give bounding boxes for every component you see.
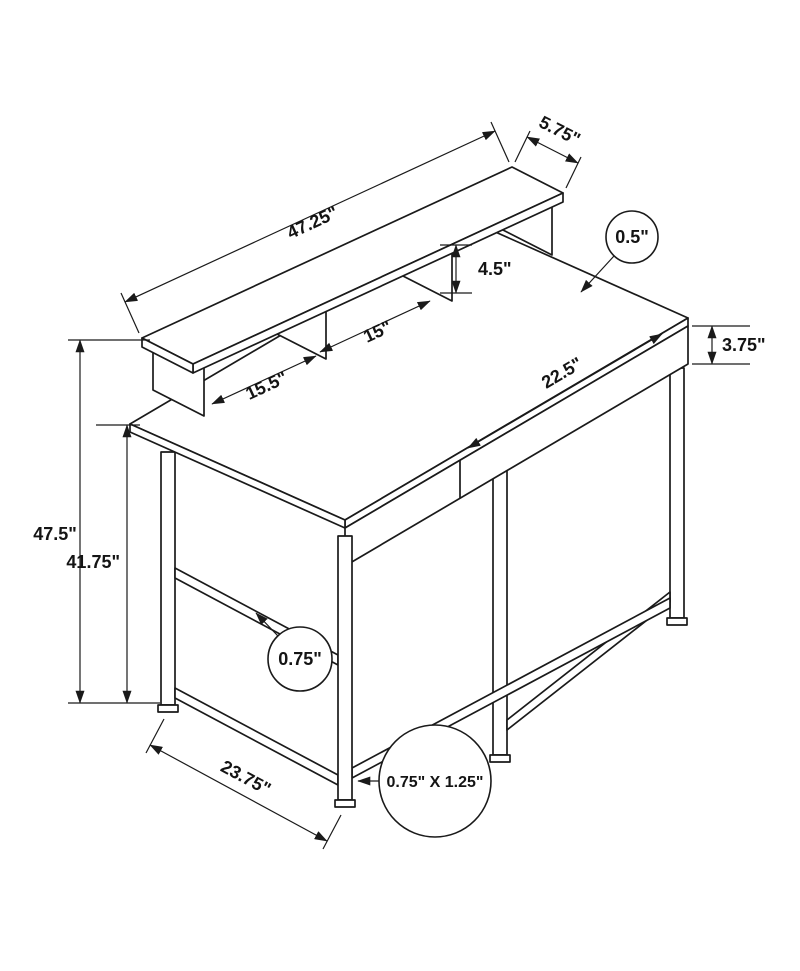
top-thickness-label: 0.5": [615, 227, 649, 247]
dim-desktop-height: 41.75": [66, 424, 140, 704]
callout-leg-tube: 0.75" X 1.25": [357, 724, 492, 838]
back-right-foot: [489, 754, 511, 763]
frame-tube-label: 0.75": [278, 649, 322, 669]
overall-height-label: 47.5": [33, 524, 77, 544]
left-bottom-stretcher: [174, 687, 339, 786]
dim-overall-height: 47.5": [33, 339, 160, 704]
back-left-leg: [160, 451, 176, 706]
front-right-foot: [666, 617, 688, 626]
front-right-leg: [669, 367, 685, 619]
front-left-foot: [334, 799, 356, 808]
frame-tube-circle: [267, 626, 333, 692]
dim-overall-depth: 23.75": [145, 718, 342, 850]
desk-structure: [129, 166, 689, 808]
dim-hutch-opening-height: 4.5": [440, 244, 512, 294]
shelf-left-edge: [141, 337, 194, 374]
overall-depth-label: 23.75": [218, 756, 275, 799]
leg-tube-label: 0.75" X 1.25": [386, 774, 483, 791]
dim-side-rail-height: 3.75": [692, 325, 766, 365]
callout-frame-tube: 0.75": [255, 612, 333, 692]
dim-shelf-length-label: 47.25": [284, 202, 341, 243]
top-thickness-circle: [605, 210, 659, 264]
front-left-leg: [337, 535, 353, 801]
back-left-foot: [157, 704, 179, 713]
hutch-opening-height-label: 4.5": [478, 259, 512, 279]
dim-shelf-depth-label: 5.75": [536, 112, 584, 150]
side-rail-height-label: 3.75": [722, 335, 766, 355]
back-right-leg: [492, 444, 508, 756]
desktop-height-label: 41.75": [66, 552, 120, 572]
callout-top-thickness: 0.5": [580, 210, 659, 293]
